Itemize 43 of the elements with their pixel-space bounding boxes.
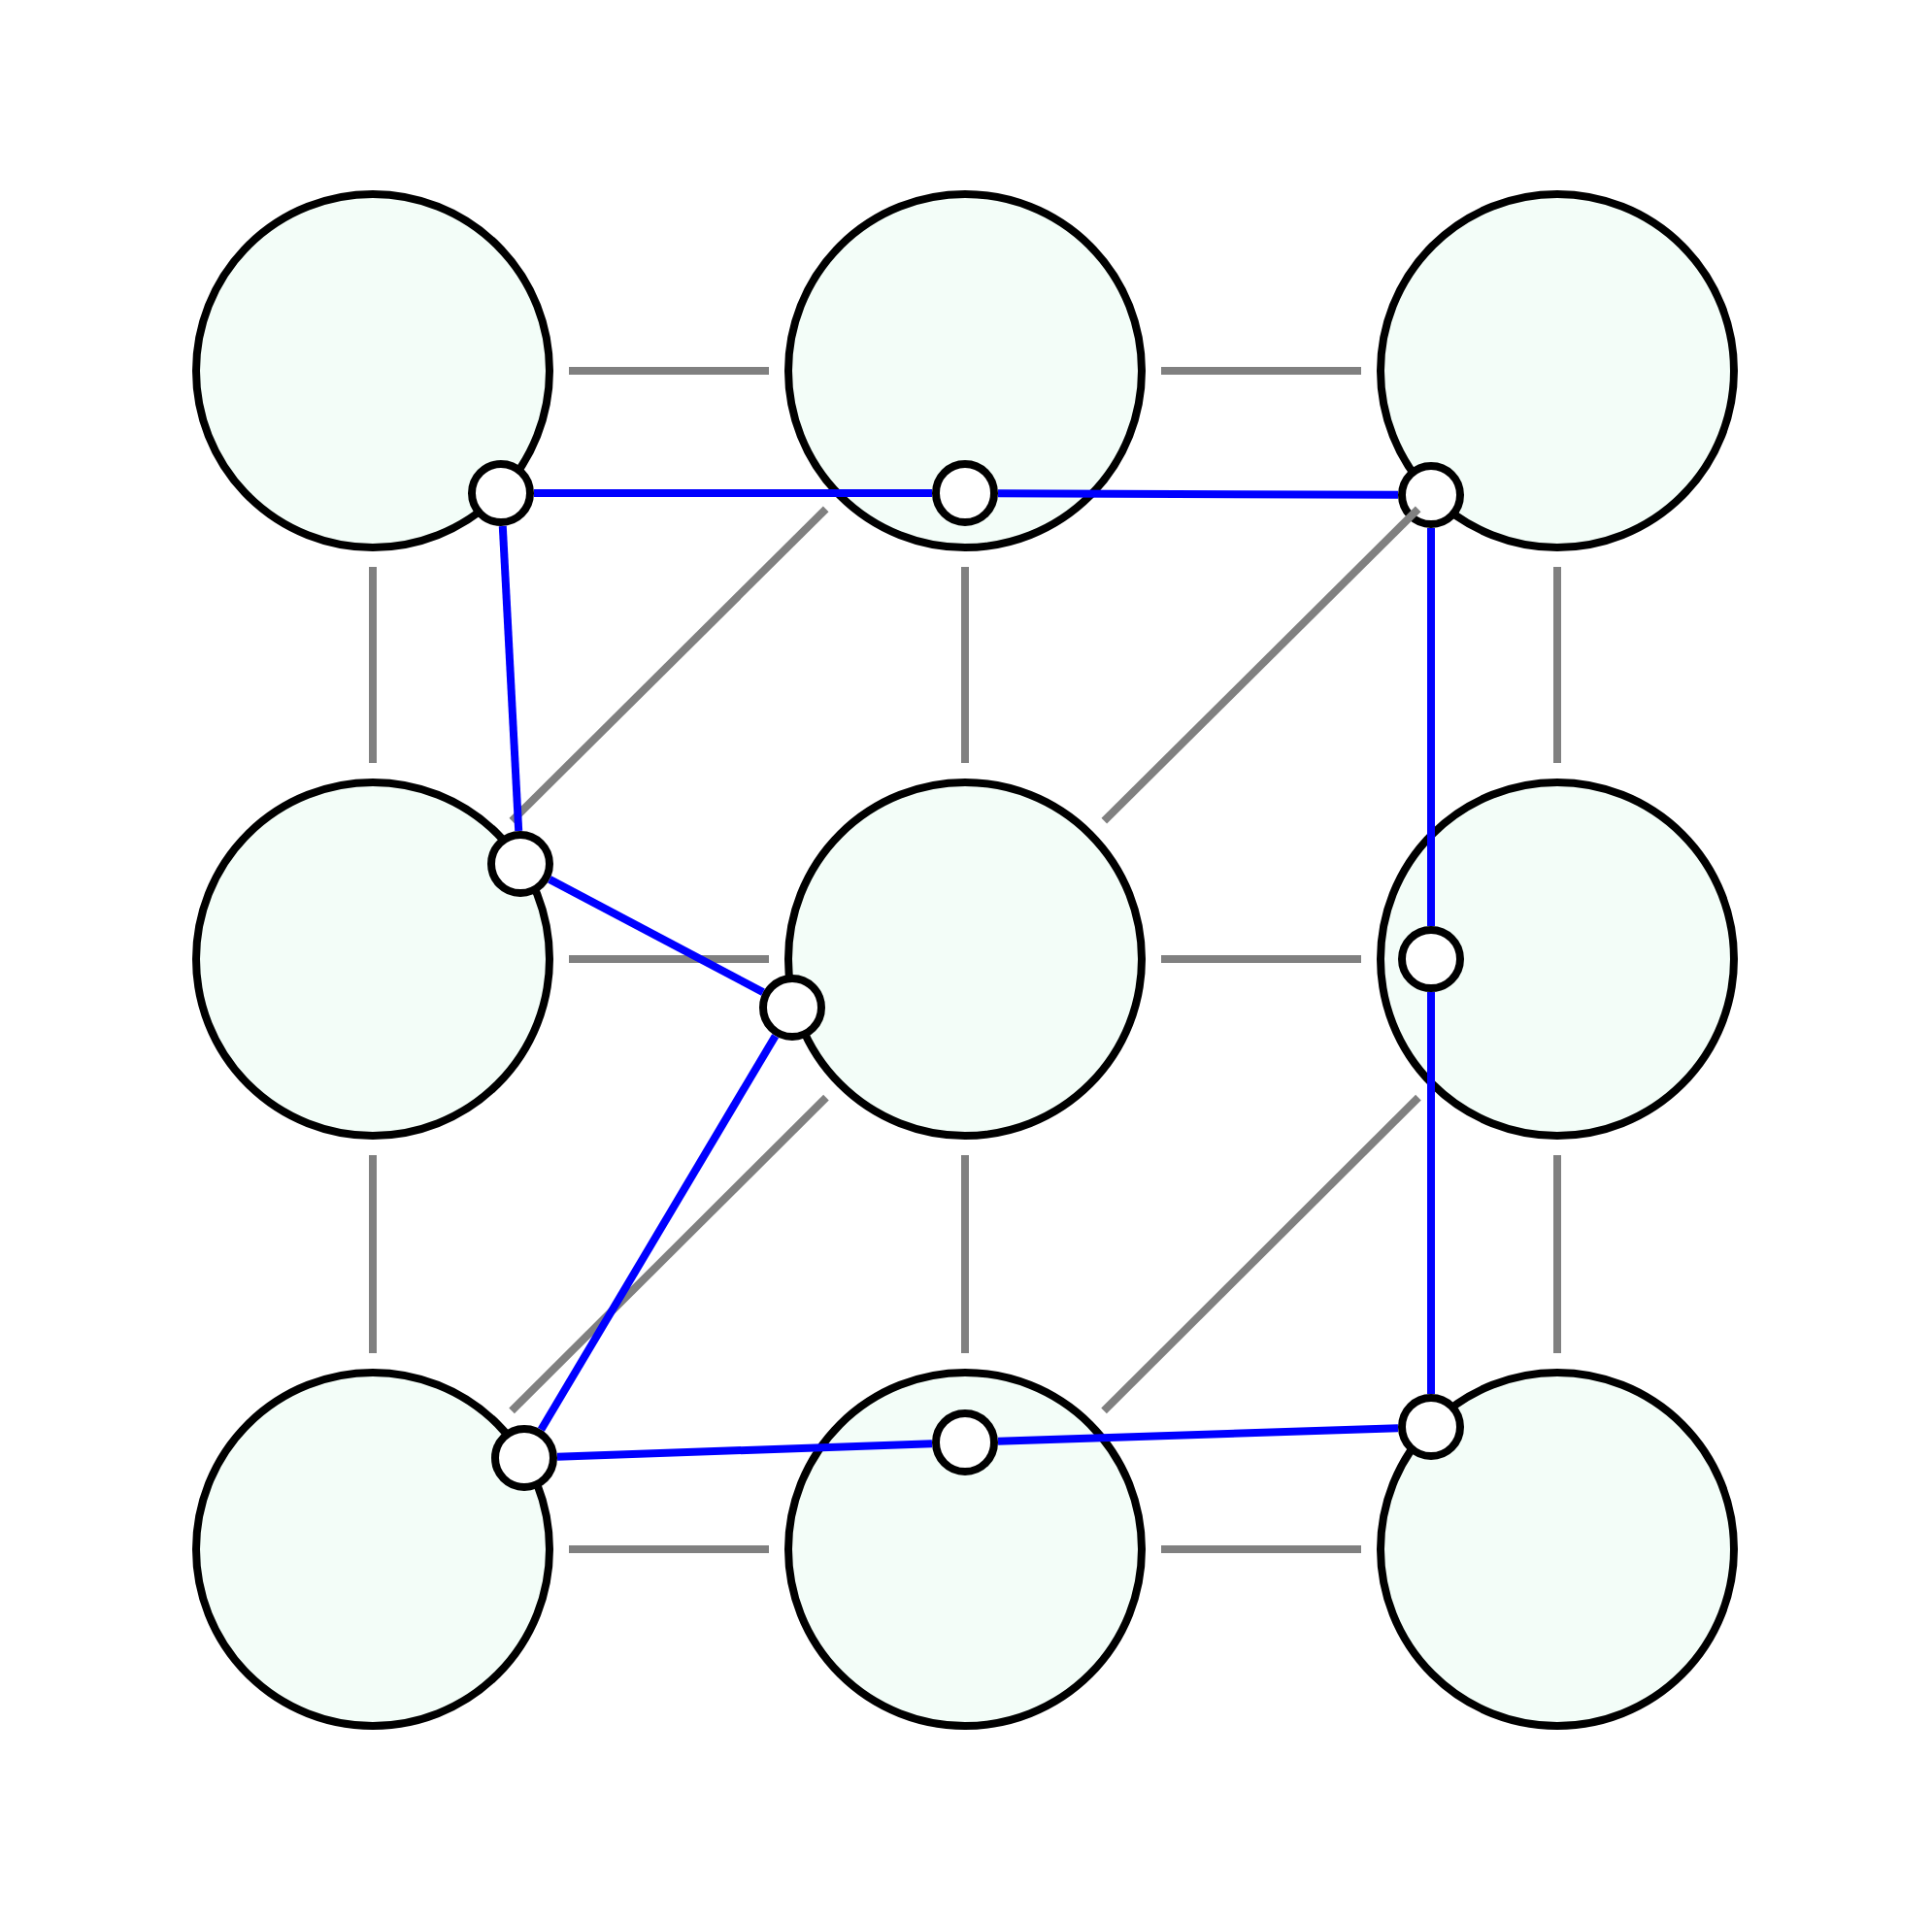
small-circle: [487, 831, 553, 897]
connector-line: [509, 1094, 829, 1414]
connector-line: [1161, 955, 1361, 963]
connector-line: [1427, 992, 1435, 1394]
connector-line: [998, 489, 1398, 499]
large-circle: [1377, 1369, 1738, 1730]
connector-line: [548, 876, 765, 996]
large-circle: [784, 190, 1146, 551]
connector-line: [369, 1155, 377, 1353]
connector-line: [1553, 1155, 1561, 1353]
small-circle: [1398, 1394, 1464, 1460]
small-circle: [1398, 926, 1464, 992]
connector-line: [1161, 1545, 1361, 1553]
small-circle: [468, 460, 534, 526]
connector-line: [537, 1034, 780, 1432]
connector-line: [569, 1545, 769, 1553]
connector-line: [1161, 367, 1361, 375]
large-circle: [1377, 779, 1738, 1140]
connector-line: [1101, 1094, 1421, 1414]
connector-line: [569, 367, 769, 375]
small-circle: [759, 975, 825, 1041]
connector-line: [961, 1155, 969, 1353]
connector-line: [1101, 506, 1421, 824]
connector-line: [569, 955, 769, 963]
small-circle: [932, 460, 998, 526]
large-circle: [192, 1369, 553, 1730]
connector-line: [369, 567, 377, 763]
connector-line: [498, 525, 523, 832]
large-circle: [192, 190, 553, 551]
connector-line: [1553, 567, 1561, 763]
large-circle: [784, 779, 1146, 1140]
connector-line: [509, 506, 829, 824]
small-circle: [932, 1409, 998, 1475]
small-circle: [1398, 462, 1464, 528]
small-circle: [491, 1425, 557, 1491]
connector-line: [556, 1440, 933, 1461]
large-circle: [784, 1369, 1146, 1730]
large-circle: [192, 779, 553, 1140]
large-circle: [1377, 190, 1738, 551]
connector-line: [997, 1424, 1399, 1445]
connector-line: [1427, 528, 1435, 926]
connector-line: [534, 489, 932, 497]
connector-line: [961, 567, 969, 763]
